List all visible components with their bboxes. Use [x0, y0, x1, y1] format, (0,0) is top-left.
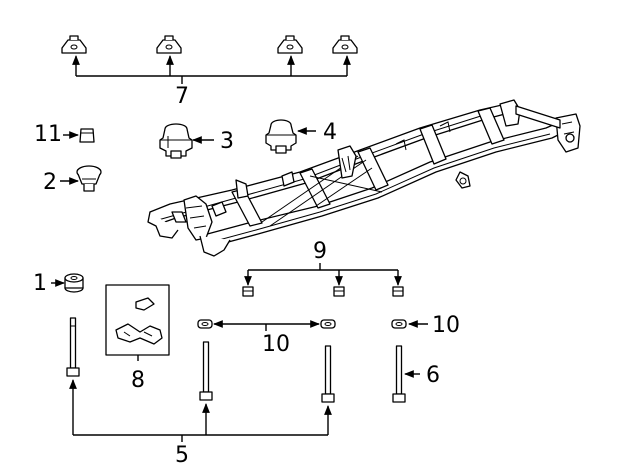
- callout-10-right: 10: [432, 313, 460, 338]
- callout-6: 6: [426, 363, 440, 388]
- leader-5: [69, 379, 332, 442]
- part-10-washer-c: [391, 319, 407, 329]
- part-11-cap: [79, 128, 95, 143]
- callout-8: 8: [131, 368, 145, 393]
- callout-11: 11: [34, 122, 62, 147]
- part-9-nut-b: [333, 286, 345, 297]
- callout-1: 1: [33, 271, 47, 296]
- mount-7d: [332, 35, 358, 54]
- part-3-mount: [159, 123, 193, 159]
- part-8-bracket: [115, 297, 163, 345]
- leader-7: [72, 55, 351, 84]
- part-2-insulator: [76, 165, 102, 192]
- callout-10-center: 10: [262, 332, 290, 357]
- part-5-bolt-c: [321, 345, 335, 403]
- part-10-washer-b: [320, 319, 336, 329]
- leader-10a: [213, 320, 320, 331]
- part-10-washer-a: [197, 319, 213, 329]
- part-6-bolt: [392, 345, 406, 403]
- callout-9: 9: [313, 239, 327, 264]
- frame-assembly: [147, 99, 581, 257]
- part-5-bolt-a: [66, 317, 80, 377]
- part-8-box: [105, 284, 170, 356]
- mount-7c: [277, 35, 303, 54]
- mount-7b: [156, 35, 182, 54]
- callout-4: 4: [323, 120, 337, 145]
- callout-3: 3: [220, 129, 234, 154]
- part-4-mount: [265, 119, 297, 154]
- part-9-nut-a: [242, 286, 254, 297]
- callout-5: 5: [175, 443, 189, 468]
- part-5-bolt-b: [199, 341, 213, 401]
- leader-9: [244, 263, 402, 286]
- callout-2: 2: [43, 170, 57, 195]
- part-9-nut-c: [392, 286, 404, 297]
- callout-7: 7: [175, 84, 189, 109]
- mount-7a: [61, 35, 87, 54]
- part-1-bushing: [64, 273, 84, 293]
- part-7-mounts: [61, 35, 358, 54]
